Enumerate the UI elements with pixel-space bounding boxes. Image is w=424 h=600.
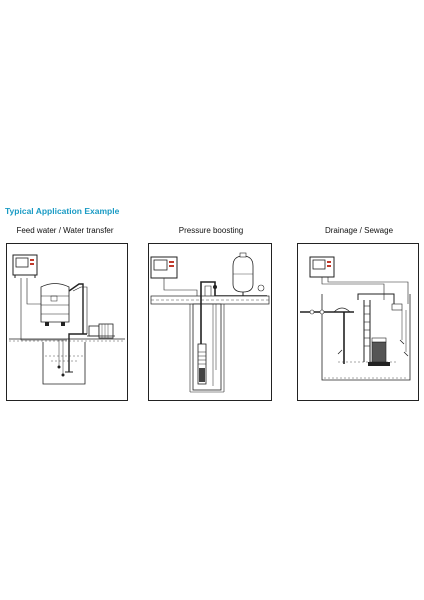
feed-water-diagram bbox=[9, 254, 125, 385]
well-pit-icon bbox=[42, 342, 86, 385]
borehole-icon bbox=[189, 303, 225, 393]
control-panel-icon bbox=[150, 256, 178, 279]
drainage-sewage-diagram bbox=[300, 256, 411, 381]
guide-rail-icon bbox=[363, 300, 371, 362]
pressure-gauge-icon bbox=[257, 284, 265, 292]
panel-caption-drainage-sewage: Drainage / Sewage bbox=[324, 226, 394, 235]
section-title: Typical Application Example bbox=[5, 206, 120, 216]
pressure-boosting-diagram bbox=[150, 252, 270, 393]
water-tank-icon bbox=[40, 283, 70, 326]
control-panel-icon bbox=[309, 256, 335, 278]
surface-pump-icon bbox=[87, 323, 115, 339]
panel-caption-pressure-boosting: Pressure boosting bbox=[178, 226, 244, 235]
sewage-pump-icon bbox=[368, 337, 390, 366]
panel-feed-water bbox=[6, 243, 128, 401]
submersible-pump-icon bbox=[197, 343, 207, 385]
control-panel-icon bbox=[12, 254, 38, 278]
panel-caption-feed-water: Feed water / Water transfer bbox=[16, 226, 114, 235]
panel-pressure-boosting bbox=[148, 243, 272, 401]
panel-drainage-sewage bbox=[297, 243, 419, 401]
pressure-tank-icon bbox=[232, 252, 254, 296]
